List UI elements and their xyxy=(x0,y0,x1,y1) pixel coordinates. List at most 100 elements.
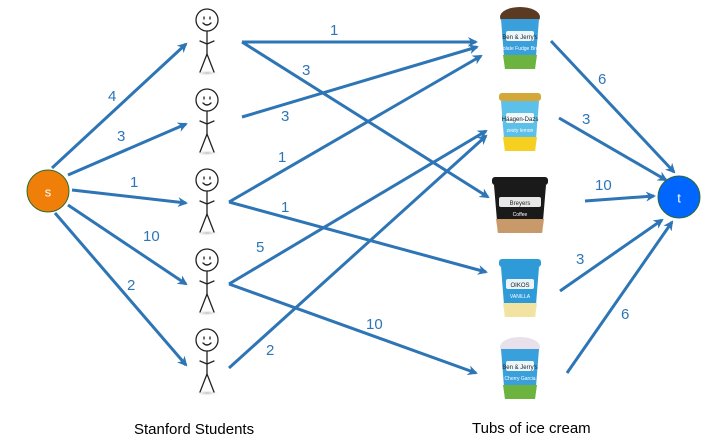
edge-capacity-label: 3 xyxy=(302,62,310,79)
edge-capacity-label: 6 xyxy=(598,71,606,88)
shadow xyxy=(194,230,220,236)
tub-base-band xyxy=(503,55,537,69)
tub-brand: Ben & Jerry's xyxy=(502,365,538,371)
tub-flavor: Coffee xyxy=(513,212,528,218)
students-layer xyxy=(194,8,220,396)
edge-s-to-s1 xyxy=(50,42,188,170)
source-node-label: s xyxy=(45,185,52,200)
arms xyxy=(199,40,215,45)
shadow xyxy=(194,310,220,316)
edge-s4-to-t2 xyxy=(228,129,488,286)
shadow xyxy=(194,150,220,156)
edge-t3-to-t xyxy=(584,191,656,203)
tub-flavor: Cherry Garcia xyxy=(504,376,535,382)
source-node-circle xyxy=(26,169,70,213)
edge-t2-to-t xyxy=(558,116,668,182)
tub-label xyxy=(499,197,541,207)
edge-capacity-label: 4 xyxy=(108,88,116,105)
edge-capacity-label: 1 xyxy=(281,199,289,216)
smile xyxy=(202,262,212,266)
edge-capacity-label: 1 xyxy=(330,22,338,39)
shadow xyxy=(194,390,220,396)
edge-s3-to-t4 xyxy=(228,200,488,275)
student-figure-s4 xyxy=(194,248,220,316)
sink-node-label: t xyxy=(677,191,681,206)
edge-capacity-label: 1 xyxy=(130,174,138,191)
sink-node-circle xyxy=(657,175,701,219)
student-figure-s1 xyxy=(194,8,220,76)
student-figure-s2 xyxy=(194,88,220,156)
edge-capacity-label: 2 xyxy=(127,277,135,294)
edge-s-to-s5 xyxy=(53,212,188,367)
ice-cream-tub-t2: Häagen-Dazs zesty lemon xyxy=(499,93,541,151)
tub-lid xyxy=(499,259,541,267)
edge-capacity-label: 6 xyxy=(621,306,629,323)
tub-flavor: zesty lemon xyxy=(507,128,534,134)
edge-capacity-label: 3 xyxy=(576,251,584,268)
legs xyxy=(199,52,215,73)
edge-capacity-label: 2 xyxy=(266,342,274,359)
smile xyxy=(202,182,212,186)
arms xyxy=(199,120,215,125)
head-icon xyxy=(195,328,219,352)
tub-lid xyxy=(499,93,541,101)
student-figure-s3 xyxy=(194,168,220,236)
tub-brand: Ben & Jerry's xyxy=(502,35,538,41)
edge-t1-to-t xyxy=(549,39,676,174)
head-icon xyxy=(195,248,219,272)
legs xyxy=(199,132,215,153)
tub-lid xyxy=(492,177,548,185)
shadow xyxy=(194,70,220,76)
students-caption: Stanford Students xyxy=(134,421,255,438)
smile xyxy=(202,102,212,106)
edge-capacity-label: 5 xyxy=(256,239,264,256)
edge-t4-to-t xyxy=(559,218,664,293)
arms xyxy=(199,200,215,205)
tub-label xyxy=(506,279,534,289)
smile xyxy=(202,342,212,346)
smile xyxy=(202,22,212,26)
tub-base-band xyxy=(496,219,544,233)
edge-s2-to-t1 xyxy=(241,44,479,119)
tub-brand: Häagen-Dazs xyxy=(502,117,539,123)
tub-brand: OIKOS xyxy=(510,283,529,289)
edge-s-to-s2 xyxy=(67,122,188,177)
source-node: s xyxy=(26,169,70,213)
ice-cream-tub-t4: OIKOS VANILLA xyxy=(499,259,541,317)
tub-base-band xyxy=(503,137,537,151)
edge-s5-to-t2 xyxy=(227,134,488,370)
head-icon xyxy=(195,168,219,192)
legs xyxy=(199,372,215,393)
edge-capacity-label: 10 xyxy=(595,177,612,194)
tub-brand: Breyers xyxy=(510,201,531,207)
head-icon xyxy=(195,88,219,112)
tub-flavor: VANILLA xyxy=(510,294,531,300)
edge-capacity-label: 10 xyxy=(143,228,160,245)
sink-node: t xyxy=(657,175,701,219)
tub-label xyxy=(506,31,534,41)
edge-s4-to-t5 xyxy=(228,282,478,375)
tub-base-band xyxy=(503,385,537,399)
head-icon xyxy=(195,8,219,32)
edges-layer xyxy=(50,37,676,375)
edge-capacity-label: 10 xyxy=(366,316,383,333)
edge-capacity-label: 1 xyxy=(278,149,286,166)
tubs-caption: Tubs of ice cream xyxy=(472,420,591,437)
edge-t5-to-t xyxy=(565,220,674,374)
tub-label xyxy=(506,113,534,123)
legs xyxy=(199,292,215,313)
tub-label xyxy=(506,361,534,371)
legs xyxy=(199,212,215,233)
student-figure-s5 xyxy=(194,328,220,396)
arms xyxy=(199,280,215,285)
tub-flavor: Chocolate Fudge Brownie xyxy=(491,46,549,52)
edge-capacity-label: 3 xyxy=(281,108,289,125)
edge-s-to-s4 xyxy=(67,203,188,286)
